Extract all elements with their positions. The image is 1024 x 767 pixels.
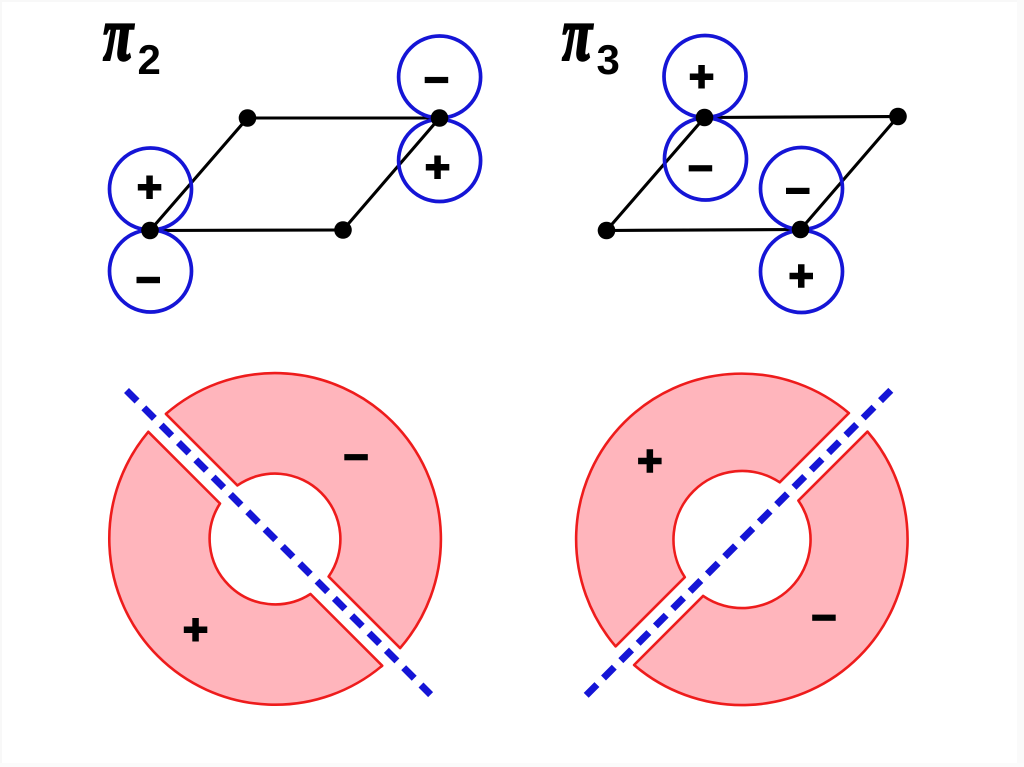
svg-text:2: 2 (138, 36, 161, 83)
svg-text:π: π (103, 0, 134, 77)
svg-text:3: 3 (597, 36, 620, 83)
svg-text:π: π (562, 0, 593, 77)
